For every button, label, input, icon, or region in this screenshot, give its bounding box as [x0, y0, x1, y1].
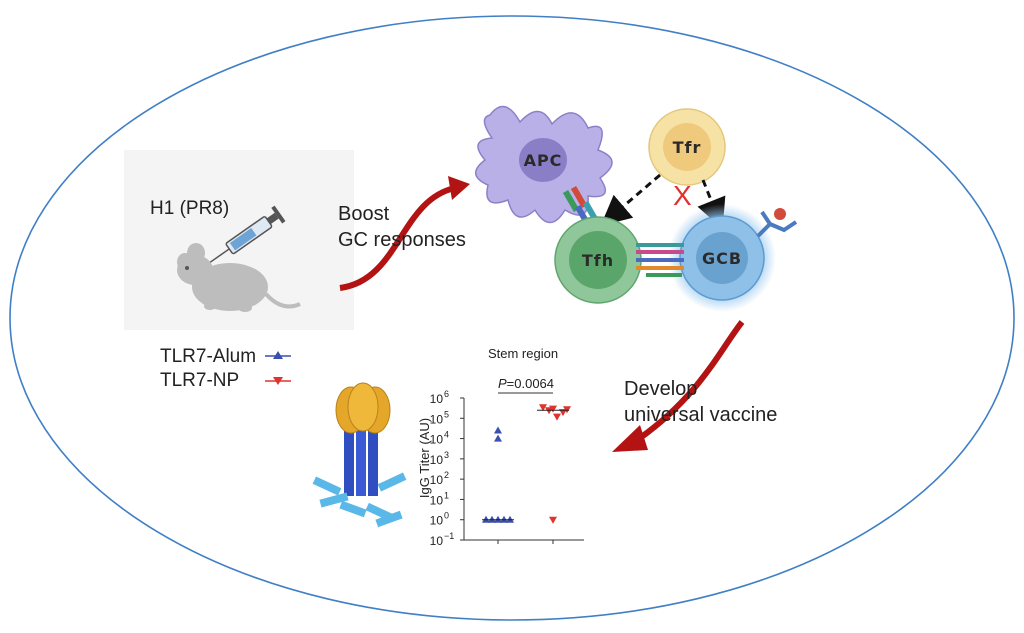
tfr-label: Tfr: [673, 138, 702, 157]
chart-ylabel: IgG Titer (AU): [417, 418, 432, 498]
p-value-italic: P: [498, 376, 507, 391]
develop-label-line1: Develop: [624, 378, 697, 400]
legend-label-alum: TLR7-Alum: [160, 346, 256, 367]
p-value-annotation: P=0.0064: [498, 376, 554, 391]
y-tick-exponent: 4: [444, 430, 449, 440]
antigen-label: H1 (PR8): [150, 198, 229, 219]
y-tick-exponent: 1: [444, 490, 449, 500]
boost-arrow-head: [448, 176, 470, 200]
y-tick-label: 10: [430, 433, 444, 447]
develop-arrow: [638, 320, 745, 441]
tfr-cell: Tfr: [648, 108, 726, 186]
syringe-icon: [205, 205, 286, 267]
y-tick-exponent: 6: [444, 389, 449, 399]
legend-symbol-np: [265, 377, 291, 385]
data-point-np: [539, 404, 547, 412]
y-tick-label: 10: [430, 473, 444, 487]
data-point-alum: [494, 434, 502, 442]
y-tick-exponent: 2: [444, 470, 449, 480]
y-tick-label: 10: [430, 514, 444, 528]
stem-antibody-icon: [312, 472, 407, 528]
data-point-np: [549, 516, 557, 524]
boost-arrow: [339, 185, 456, 291]
data-point-alum: [494, 426, 502, 434]
gcb-label: GCB: [702, 249, 742, 268]
y-tick-label: 10: [430, 412, 444, 426]
y-tick-exponent: 0: [444, 511, 449, 521]
y-tick-label: 10: [430, 534, 444, 548]
tfr-to-gcb-arrow: [697, 179, 726, 229]
data-point-np: [559, 409, 567, 417]
tfr-to-tfh-arrow: [600, 173, 661, 226]
y-tick-label: 10: [430, 453, 444, 467]
boost-label-line2: GC responses: [338, 229, 466, 251]
tfh-gcb-synapse-icon: [636, 243, 684, 277]
apc-cell: APC: [475, 105, 613, 224]
y-tick-exponent: 3: [444, 450, 449, 460]
p-value-number: =0.0064: [507, 376, 554, 391]
data-points: [482, 404, 571, 524]
data-point-np: [553, 413, 561, 421]
hemagglutinin-icon: [335, 382, 391, 496]
boost-label-line1: Boost: [338, 203, 390, 225]
develop-label-line2: universal vaccine: [624, 404, 777, 426]
bcr-antibody-icon: [756, 208, 798, 238]
mouse-icon: [177, 243, 301, 312]
outer-ellipse: [9, 15, 1015, 621]
legend-symbol-alum: [265, 351, 291, 359]
chart-title: Stem region: [488, 346, 558, 361]
tfh-cell: Tfh: [554, 216, 642, 304]
gcb-cell: GCB: [668, 204, 776, 312]
inhibition-mark: X: [673, 180, 692, 211]
y-tick-label: 10: [430, 493, 444, 507]
y-tick-exponent: −1: [444, 531, 454, 541]
tfh-label: Tfh: [582, 251, 614, 270]
apc-label: APC: [524, 151, 563, 170]
y-tick-label: 10: [430, 392, 444, 406]
legend-label-np: TLR7-NP: [160, 370, 239, 391]
develop-arrow-head: [612, 425, 648, 452]
y-tick-exponent: 5: [444, 409, 449, 419]
